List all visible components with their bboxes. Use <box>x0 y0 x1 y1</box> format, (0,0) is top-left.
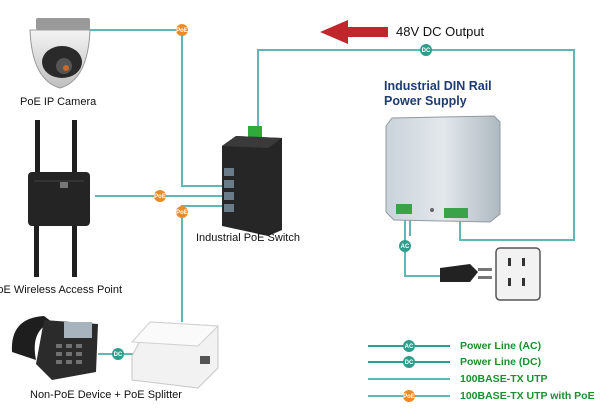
badge-text: AC <box>405 344 414 350</box>
output-arrow-icon <box>320 20 388 44</box>
badge-text: PoE <box>403 394 415 400</box>
output-label: 48V DC Output <box>396 24 485 39</box>
badge-text: DC <box>422 48 431 54</box>
legend-ac-badge: AC <box>403 340 415 352</box>
power-supply-icon <box>385 115 501 223</box>
camera-poe-badge: PoE <box>176 24 188 36</box>
camera-label: PoE IP Camera <box>20 96 97 108</box>
output-dc-badge: DC <box>420 44 432 56</box>
badge-text: PoE <box>176 28 188 34</box>
splitter-label: Non-PoE Device + PoE Splitter <box>30 389 182 401</box>
psu-ac-badge: AC <box>399 240 411 252</box>
ip-phone-icon <box>11 316 98 380</box>
psu-title-line2: Power Supply <box>384 94 467 108</box>
ac-plug-icon <box>440 264 492 282</box>
camera-poe-line <box>78 29 224 187</box>
psu-title: Industrial DIN Rail Power Supply <box>384 79 492 109</box>
phone-dc-badge: DC <box>112 348 124 360</box>
dc-output-line <box>257 49 575 241</box>
badge-text: DC <box>114 352 123 358</box>
legend-poe-badge: PoE <box>403 390 415 402</box>
splitter-poe-line <box>181 205 224 322</box>
wall-outlet-icon <box>495 247 541 301</box>
poe-switch-icon <box>222 126 282 236</box>
splitter-poe-badge: PoE <box>176 206 188 218</box>
badge-text: AC <box>401 244 410 250</box>
switch-label: Industrial PoE Switch <box>196 232 300 244</box>
legend-lines <box>368 345 450 397</box>
psu-title-line1: Industrial DIN Rail <box>384 79 492 93</box>
legend-label-ac: Power Line (AC) <box>460 340 542 352</box>
camera-icon <box>29 18 91 89</box>
poe-splitter-icon <box>130 321 220 389</box>
legend-label-dc: Power Line (DC) <box>460 356 542 368</box>
ap-poe-badge: PoE <box>154 190 166 202</box>
legend-label-utp-poe: 100BASE-TX UTP with PoE <box>460 390 595 402</box>
ac-power-line <box>404 212 440 277</box>
badge-text: PoE <box>176 210 188 216</box>
badge-text: PoE <box>154 194 166 200</box>
access-point-icon <box>28 120 90 277</box>
badge-text: DC <box>405 360 414 366</box>
legend-dc-badge: DC <box>403 356 415 368</box>
legend-label-utp: 100BASE-TX UTP <box>460 373 548 385</box>
access-point-label: PoE Wireless Access Point <box>0 284 123 296</box>
